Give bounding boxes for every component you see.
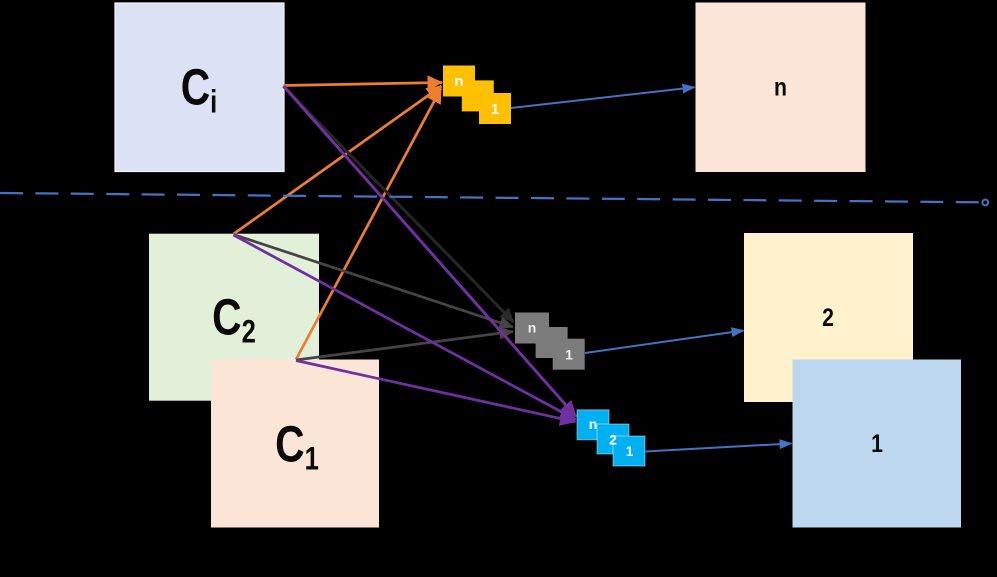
svg-text:C2: C2 [212,288,256,350]
svg-text:n: n [774,73,787,101]
svg-text:1: 1 [626,443,634,459]
svg-text:1: 1 [565,347,573,363]
svg-text:1: 1 [491,101,499,118]
svg-text:1: 1 [871,429,883,457]
svg-text:2: 2 [822,303,834,331]
svg-text:2: 2 [609,432,617,448]
svg-text:n: n [589,416,598,432]
svg-text:n: n [528,320,537,336]
svg-text:n: n [454,73,463,90]
